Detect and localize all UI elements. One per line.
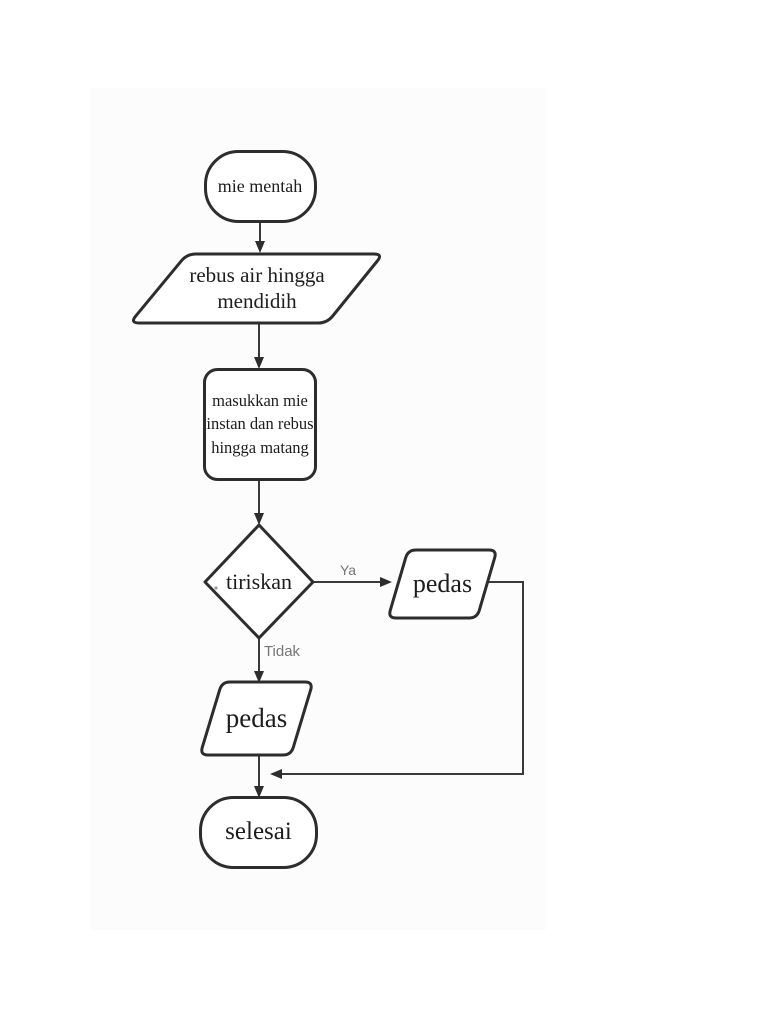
scan-artifact-dot [214, 586, 218, 590]
arrowhead-spicy-yes-to-end [270, 769, 282, 779]
arrowhead-boil-to-cook [254, 357, 264, 369]
edge-label-tidak: Tidak [263, 643, 301, 660]
boil-water-node-label: rebus air hingga mendidih [189, 262, 325, 313]
arrowhead-cook-to-drain [254, 513, 264, 525]
arrowhead-start-to-boil [255, 241, 265, 253]
drain-decision-diamond-shape [203, 523, 315, 640]
drain-decision-node-label: tiriskan [226, 569, 292, 594]
spicy-yes-node-label: pedas [412, 568, 473, 598]
end-terminator-shape [199, 796, 318, 869]
edge-label-ya: Ya [339, 562, 357, 578]
cook-process-rect-shape [203, 368, 317, 481]
cook-process-node-label: masukkan mie instan dan rebus hingga mat… [206, 391, 314, 457]
spicy-no-node-label: pedas [225, 702, 288, 733]
document-page [90, 88, 546, 930]
spicy-no-parallelogram-shape [200, 680, 313, 757]
arrowhead-spicy-no-to-end [254, 786, 264, 798]
end-node-label: selesai [225, 818, 292, 845]
start-terminator-shape [204, 150, 317, 223]
boil-water-parallelogram-shape [132, 252, 381, 325]
spicy-yes-parallelogram-shape [388, 548, 497, 620]
arrowhead-drain-to-spicy-yes [380, 577, 392, 587]
edge-spicy-yes-to-end [282, 581, 524, 775]
start-node-label: mie mentah [217, 175, 303, 196]
arrowhead-drain-to-spicy-no [254, 671, 264, 683]
